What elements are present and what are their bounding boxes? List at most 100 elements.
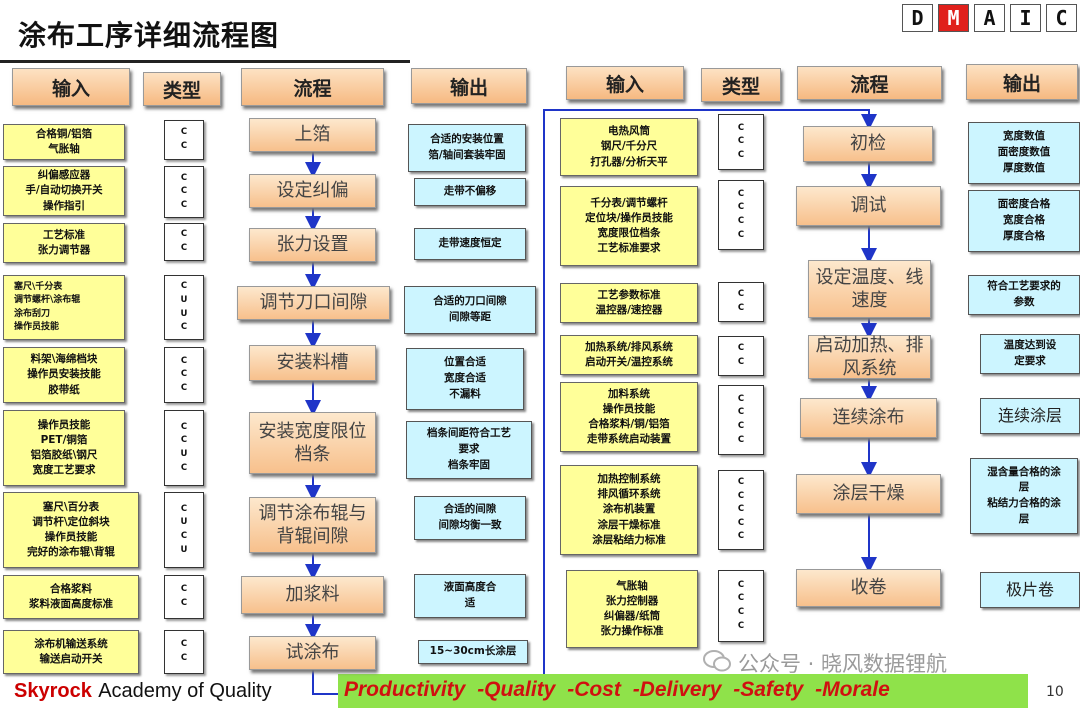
right-output-box: 极片卷 [980,572,1080,608]
left-output-box: 合适的安装位置箔/轴间套装牢固 [408,124,526,172]
page-title: 涂布工序详细流程图 [18,19,280,52]
type-code: C [180,369,188,380]
type-code: C [737,229,745,240]
output-line: 合适的间隙 [443,503,497,516]
output-line: 厚度数值 [1003,161,1045,174]
input-line: 温控器/速控器 [595,304,663,316]
footer-tagline: Productivity -Quality -Cost -Delivery -S… [344,678,890,701]
output-line: 层 [1018,481,1030,494]
brand-name: Skyrock [14,680,92,702]
input-line: 调节螺杆\涂布辊 [14,295,81,305]
left-input-box: 塞尺\百分表调节杆\定位斜块操作员技能完好的涂布辊\背辊 [3,492,139,568]
input-line: 电热风筒 [608,125,650,138]
type-code: C [180,382,188,393]
output-line: 宽度合格 [1003,214,1045,227]
type-code: C [180,281,188,292]
input-line: 涂布机装置 [602,503,656,516]
output-line: 厚度合格 [1003,229,1045,242]
type-code: C [737,343,745,354]
type-code: C [737,216,745,226]
input-line: 走带系统启动装置 [587,433,671,446]
output-line: 湿含量合格的涂 [987,465,1061,478]
left-input-box: 工艺标准张力调节器 [3,223,125,263]
type-code: C [180,322,188,333]
type-code: U [180,517,188,528]
left-output-box: 合适的刀口间隙间隙等距 [404,286,536,334]
dmaic-letter-m: M [938,4,969,32]
left-output-box: 位置合适宽度合适不漏料 [406,348,524,410]
type-code: C [737,421,745,431]
left-output-box: 液面高度合适 [414,574,526,618]
left-output-box: 15~30cm长涂层 [418,640,528,664]
output-line: 极片卷 [1005,580,1054,599]
type-code: C [737,620,745,631]
output-line: 粘结力合格的涂 [987,497,1061,509]
type-code: C [180,243,188,253]
input-line: 千分表/调节螺杆 [590,196,668,209]
output-line: 位置合适 [444,356,486,369]
input-line: 启动开关/温控系统 [585,356,673,368]
academy-name: Academy of Quality [98,680,272,702]
input-line: 合格浆料 [50,582,92,595]
type-code: C [180,355,188,366]
type-code: C [180,141,188,151]
input-line: 涂层干燥标准 [597,518,661,531]
input-line: 操作员技能 [37,418,91,431]
output-line: 合适的刀口间隙 [433,295,507,308]
right-process-step: 启动加热、排风系统 [808,335,931,379]
output-line: 间隙均衡一致 [438,519,502,531]
left-input-box: 合格铜/铝箔气胀轴 [3,124,125,160]
left-process-step: 上箔 [249,118,376,152]
type-code: C [737,202,745,213]
type-code: C [737,188,745,199]
watermark: 公众号 · 晓风数据锂航 [738,652,948,676]
type-code: C [180,462,188,473]
right-header-input: 输入 [566,66,684,100]
input-line: 合格铜/铝箔 [35,127,93,140]
output-line: 要求 [458,443,480,456]
input-line: 打孔器/分析天平 [590,155,668,168]
right-input-box: 工艺参数标准温控器/速控器 [560,283,698,323]
input-line: 钢尺/千分尺 [600,140,658,153]
input-line: 操作员技能 [14,322,60,332]
type-code: C [180,186,188,197]
input-line: 浆料液面高度标准 [29,598,113,610]
output-line: 温度达到设 [1003,339,1057,352]
input-line: 工艺参数标准 [597,288,661,301]
type-code: C [180,503,188,514]
input-line: 塞尺\千分表 [14,281,63,292]
type-code: C [180,598,188,608]
input-line: 调节杆\定位斜块 [32,515,110,528]
input-line: 气胀轴 [48,143,80,155]
type-code: C [737,136,745,147]
output-line: 间隙等距 [449,311,491,323]
left-process-step: 安装料槽 [249,345,376,381]
type-code: C [180,435,188,446]
input-line: 手/自动切换开关 [25,184,103,197]
type-code: C [180,127,188,138]
output-line: 走带不偏移 [443,185,497,198]
input-line: 完好的涂布辊\背辊 [27,546,115,559]
type-code: C [737,531,745,542]
dmaic-letter-i: I [1010,4,1041,32]
input-line: 气胀轴 [616,579,648,592]
input-line: 张力调节器 [37,244,91,256]
input-line: 排风循环系统 [597,488,661,501]
left-input-box: 涂布机输送系统输送启动开关 [3,630,139,674]
left-output-box: 档条间距符合工艺要求档条牢固 [406,421,532,479]
right-input-box: 气胀轴张力控制器纠偏器/纸筒张力操作标准 [566,570,698,648]
output-line: 合适的安装位置 [430,133,504,146]
type-code: C [737,149,745,160]
right-process-step: 收卷 [796,569,941,607]
type-code: C [180,531,188,541]
dmaic-letter-a: A [974,4,1005,32]
output-line: 15~30cm长涂层 [429,645,517,658]
input-line: 工艺标准 [43,228,85,241]
